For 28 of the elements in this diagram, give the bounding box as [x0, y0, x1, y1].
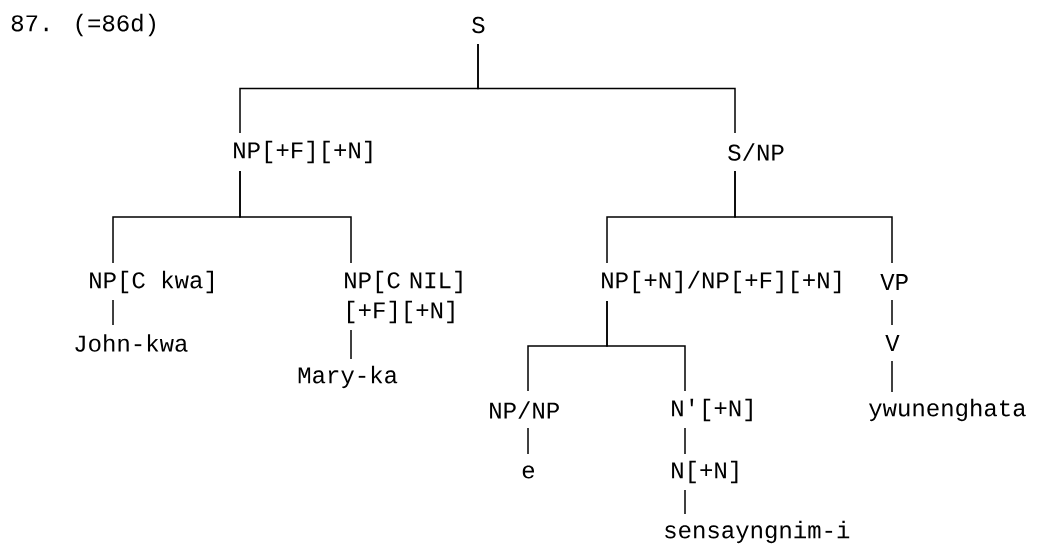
tree-node-label: NP[C NIL] [+F][+N]	[345, 270, 462, 324]
branch-line	[606, 300, 686, 392]
tree-node-label: sensayngnim-i	[665, 520, 850, 544]
branch-line	[684, 427, 686, 455]
tree-node-label: S	[472, 16, 485, 34]
branch-line	[891, 299, 893, 326]
branch-line	[684, 489, 686, 515]
branch-line	[527, 427, 529, 455]
example-number: 87. (=86d)	[11, 13, 155, 37]
tree-node-label: NP[+N]/NP[+F][+N]	[602, 270, 841, 294]
branch-line	[239, 170, 352, 264]
tree-node-label: NP[+F][+N]	[234, 140, 372, 164]
tree-node-label: ywunenghata	[869, 398, 1026, 422]
tree-node-label: N'[+N]	[672, 398, 752, 422]
branch-line	[112, 299, 114, 326]
tree-node-label: NP/NP	[490, 401, 559, 419]
tree-node-label: NP[C kwa]	[90, 270, 213, 294]
branch-line	[734, 170, 893, 264]
tree-node-label: VP	[880, 274, 908, 290]
branch-line	[891, 360, 893, 393]
tree-node-label: V	[885, 335, 900, 351]
tree-node-label: e	[522, 465, 535, 479]
tree-node-label: S/NP	[728, 143, 784, 161]
tree-node-label: John-kwa	[75, 334, 188, 352]
branch-line	[477, 43, 736, 134]
tree-node-label: N[+N]	[672, 460, 738, 484]
branch-line	[350, 329, 352, 360]
tree-node-label: Mary-ka	[298, 365, 398, 389]
